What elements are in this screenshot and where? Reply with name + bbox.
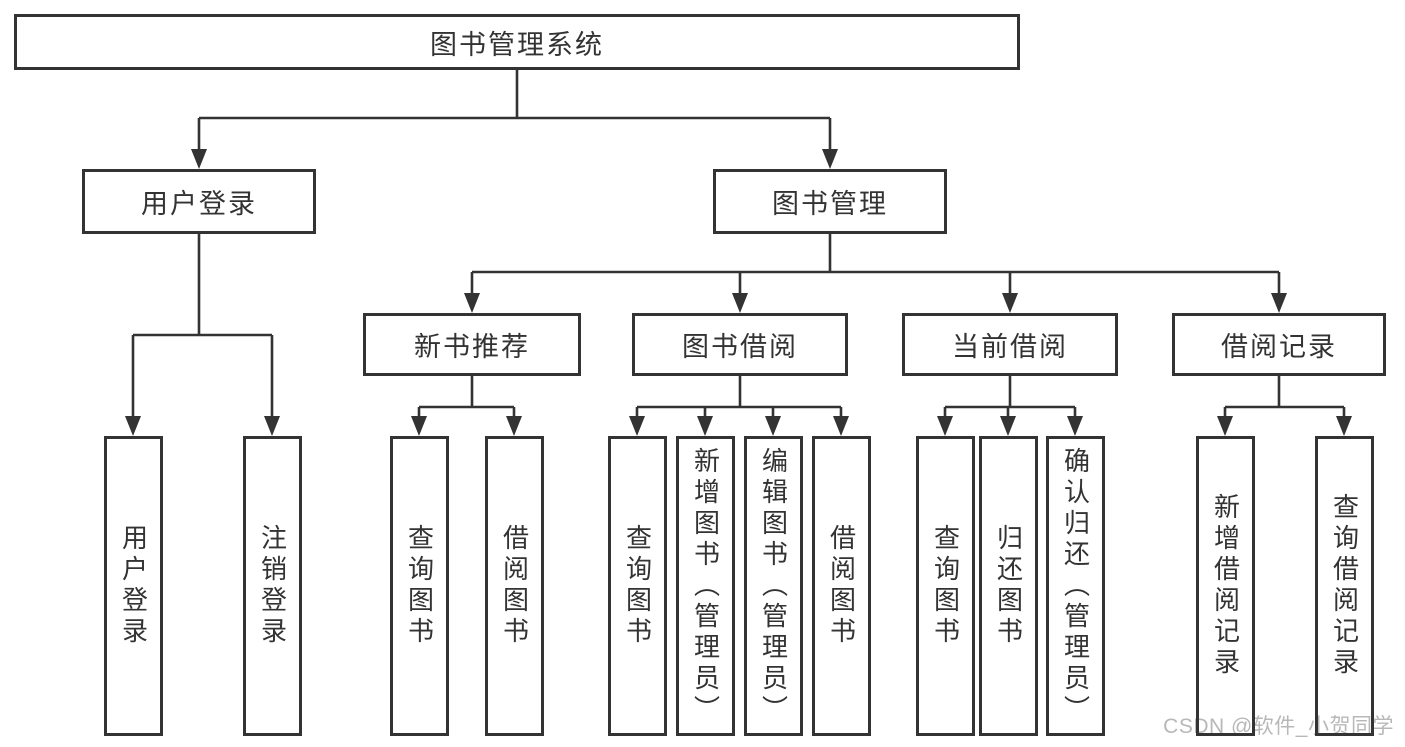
node-root-system: 图书管理系统 (14, 14, 1020, 70)
leaf-newbook-borrow-book: 借阅图书 (485, 436, 544, 736)
node-borrow-record: 借阅记录 (1172, 313, 1386, 376)
arrowhead (833, 416, 849, 436)
arrowhead (732, 293, 748, 313)
leaf-borrow-book: 借阅图书 (812, 436, 871, 736)
leaf-current-query-book: 查询图书 (916, 436, 975, 736)
connector-line (635, 376, 843, 417)
leaf-user-login: 用户登录 (104, 436, 163, 736)
leaf-add-borrow-record: 新增借阅记录 (1196, 436, 1255, 736)
arrowhead (937, 416, 953, 436)
leaf-confirm-return-admin: 确认归还（管理员） (1046, 436, 1105, 736)
arrowhead (125, 416, 141, 436)
connector-new-book-to-leaves (411, 376, 522, 436)
leaf-logout: 注销登录 (243, 436, 302, 736)
connector-current-borrow-to-leaves (937, 376, 1083, 436)
arrowhead (1000, 416, 1016, 436)
watermark: CSDN @软件_小贺同学 (1163, 715, 1394, 738)
arrowhead (464, 293, 480, 313)
leaf-edit-book-admin: 编辑图书（管理员） (744, 436, 803, 736)
node-book-borrow: 图书借阅 (632, 313, 848, 376)
arrowhead (411, 416, 427, 436)
connector-line (417, 376, 516, 417)
arrowhead (1002, 293, 1018, 313)
leaf-return-book: 归还图书 (979, 436, 1038, 736)
connector-root-to-branches (191, 70, 838, 169)
arrowhead (822, 149, 838, 169)
node-book-manage: 图书管理 (713, 169, 947, 234)
connector-line (197, 70, 832, 150)
connector-line (131, 234, 274, 417)
connector-line (470, 234, 1281, 294)
node-user-login: 用户登录 (82, 169, 316, 234)
arrowhead (697, 416, 713, 436)
arrowhead (1217, 416, 1233, 436)
arrowhead (629, 416, 645, 436)
connector-book-manage-to-children (464, 234, 1287, 313)
connector-book-borrow-to-leaves (629, 376, 849, 436)
connector-borrow-record-to-leaves (1217, 376, 1352, 436)
leaf-newbook-query-book: 查询图书 (390, 436, 449, 736)
arrowhead (1271, 293, 1287, 313)
connector-user-login-to-leaves (125, 234, 280, 436)
connector-line (943, 376, 1077, 417)
arrowhead (765, 416, 781, 436)
arrowhead (506, 416, 522, 436)
connector-line (1223, 376, 1346, 417)
arrowhead (1336, 416, 1352, 436)
leaf-borrow-query-book: 查询图书 (608, 436, 667, 736)
leaf-query-borrow-record: 查询借阅记录 (1315, 436, 1374, 736)
node-current-borrow: 当前借阅 (902, 313, 1118, 376)
arrowhead (1067, 416, 1083, 436)
arrowhead (264, 416, 280, 436)
arrowhead (191, 149, 207, 169)
node-new-book-recommend: 新书推荐 (363, 313, 581, 376)
leaf-add-book-admin: 新增图书（管理员） (676, 436, 735, 736)
